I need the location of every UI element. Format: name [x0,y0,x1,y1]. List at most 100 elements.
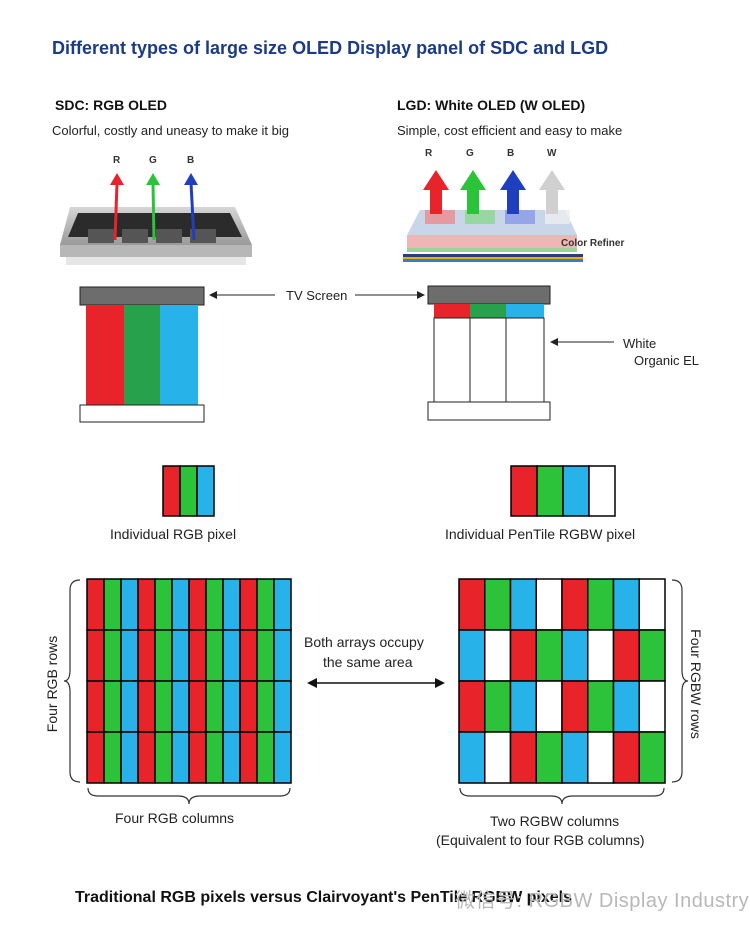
white-el-label-1: White [623,336,657,351]
pentile-subpixel [458,629,486,682]
left-row-brace [63,579,81,783]
individual-rgb-label: Individual RGB pixel [110,526,237,542]
rgb-subpixel [273,731,292,784]
pentile-subpixel [612,680,640,733]
pentile-subpixel [638,629,666,682]
pentile-subpixel [458,680,486,733]
rgb-subpixel [256,578,275,631]
pentile-subpixel [535,731,563,784]
pentile-pixel-array [458,578,666,784]
both-arrays-double-arrow [307,678,445,688]
pentile-subpixel [509,680,537,733]
rgb-subpixel [205,629,224,682]
rgb-subpixel [86,731,105,784]
lgd-panel-illustration: R G B W Color Refiner [403,148,624,262]
sdc-subtitle: Colorful, costly and uneasy to make it b… [52,123,290,138]
rgb-subpixel [120,629,139,682]
rgb-subpixel [256,629,275,682]
rgb-subpixel [239,680,258,733]
pentile-subpixel [587,680,615,733]
lgd-arrow-label-r: R [425,148,433,159]
pentile-subpixel [587,731,615,784]
rgb-subpixel [137,731,156,784]
rgb-subpixel [86,680,105,733]
rgb-subpixel [239,578,258,631]
rgb-subpixel [222,578,241,631]
rgb-subpixel [137,578,156,631]
rgb-subpixel [137,680,156,733]
pentile-subpixel [458,731,486,784]
rgb-subpixel [273,680,292,733]
rgb-subpixel [120,578,139,631]
lgd-heading: LGD: White OLED (W OLED) [397,97,586,113]
watermark: 微信号: RGBW Display Industry [455,890,750,912]
pentile-subpixel [612,578,640,631]
pentile-subpixel [561,629,589,682]
tv-screen-label: TV Screen [286,288,348,303]
pentile-subpixel [561,578,589,631]
lgd-subtitle: Simple, cost efficient and easy to make [397,123,623,138]
sdc-heading: SDC: RGB OLED [55,97,167,113]
rgb-subpixel [103,629,122,682]
rgb-subpixel [205,578,224,631]
rgb-subpixel [154,629,173,682]
rgb-subpixel [205,680,224,733]
rgb-subpixel [188,629,207,682]
pentile-subpixel [509,578,537,631]
pentile-subpixel [561,731,589,784]
rgb-subpixel [188,680,207,733]
pentile-subpixel [638,731,666,784]
lgd-arrow-label-w: W [547,148,557,159]
pentile-subpixel [509,629,537,682]
individual-rgb-pixel [162,465,215,517]
rgb-subpixel [171,629,190,682]
rgb-subpixel [239,731,258,784]
pentile-subpixel [587,629,615,682]
pentile-subpixel [535,680,563,733]
lgd-arrow-label-g: G [466,148,474,159]
rgb-subpixel [86,629,105,682]
pentile-subpixel [484,680,512,733]
rgb-subpixel [171,731,190,784]
sdc-cross-section [79,286,205,423]
both-arrays-label-1: Both arrays occupy [304,634,424,650]
pentile-subpixel [535,629,563,682]
lgd-arrow-label-b: B [507,148,514,159]
sdc-panel-illustration: R G B [60,155,252,265]
tv-screen-arrows [209,291,425,299]
color-refiner-label: Color Refiner [561,238,624,249]
footer-caption: Traditional RGB pixels versus Clairvoyan… [75,889,572,906]
lgd-cross-section [427,285,551,421]
rgb-subpixel [103,680,122,733]
rgb-subpixel [205,731,224,784]
rgb-subpixel [256,731,275,784]
rgb-subpixel [222,629,241,682]
pentile-subpixel [484,731,512,784]
rgb-subpixel [188,731,207,784]
right-row-brace [671,579,689,783]
rgb-subpixel [86,578,105,631]
four-rgb-columns-label: Four RGB columns [115,810,235,826]
two-rgbw-columns-label: Two RGBW columns [490,813,620,829]
rgb-subpixel [222,680,241,733]
sdc-arrow-label-r: R [113,155,121,166]
individual-pentile-label: Individual PenTile RGBW pixel [445,526,636,542]
rgb-subpixel [256,680,275,733]
pentile-subpixel [638,680,666,733]
sdc-arrow-label-b: B [187,155,194,166]
pentile-subpixel [484,578,512,631]
four-rgbw-rows-label: Four RGBW rows [688,629,704,739]
pentile-subpixel [638,578,666,631]
rgb-subpixel [273,578,292,631]
rgb-subpixel [154,680,173,733]
pentile-subpixel [561,680,589,733]
rgb-subpixel [120,680,139,733]
white-el-arrow [550,338,614,346]
pentile-subpixel [612,731,640,784]
rgb-subpixel [154,731,173,784]
rgb-subpixel [171,578,190,631]
rgb-subpixel [137,629,156,682]
both-arrays-label-2: the same area [323,654,413,670]
individual-pentile-pixel [510,465,616,517]
pentile-subpixel [612,629,640,682]
